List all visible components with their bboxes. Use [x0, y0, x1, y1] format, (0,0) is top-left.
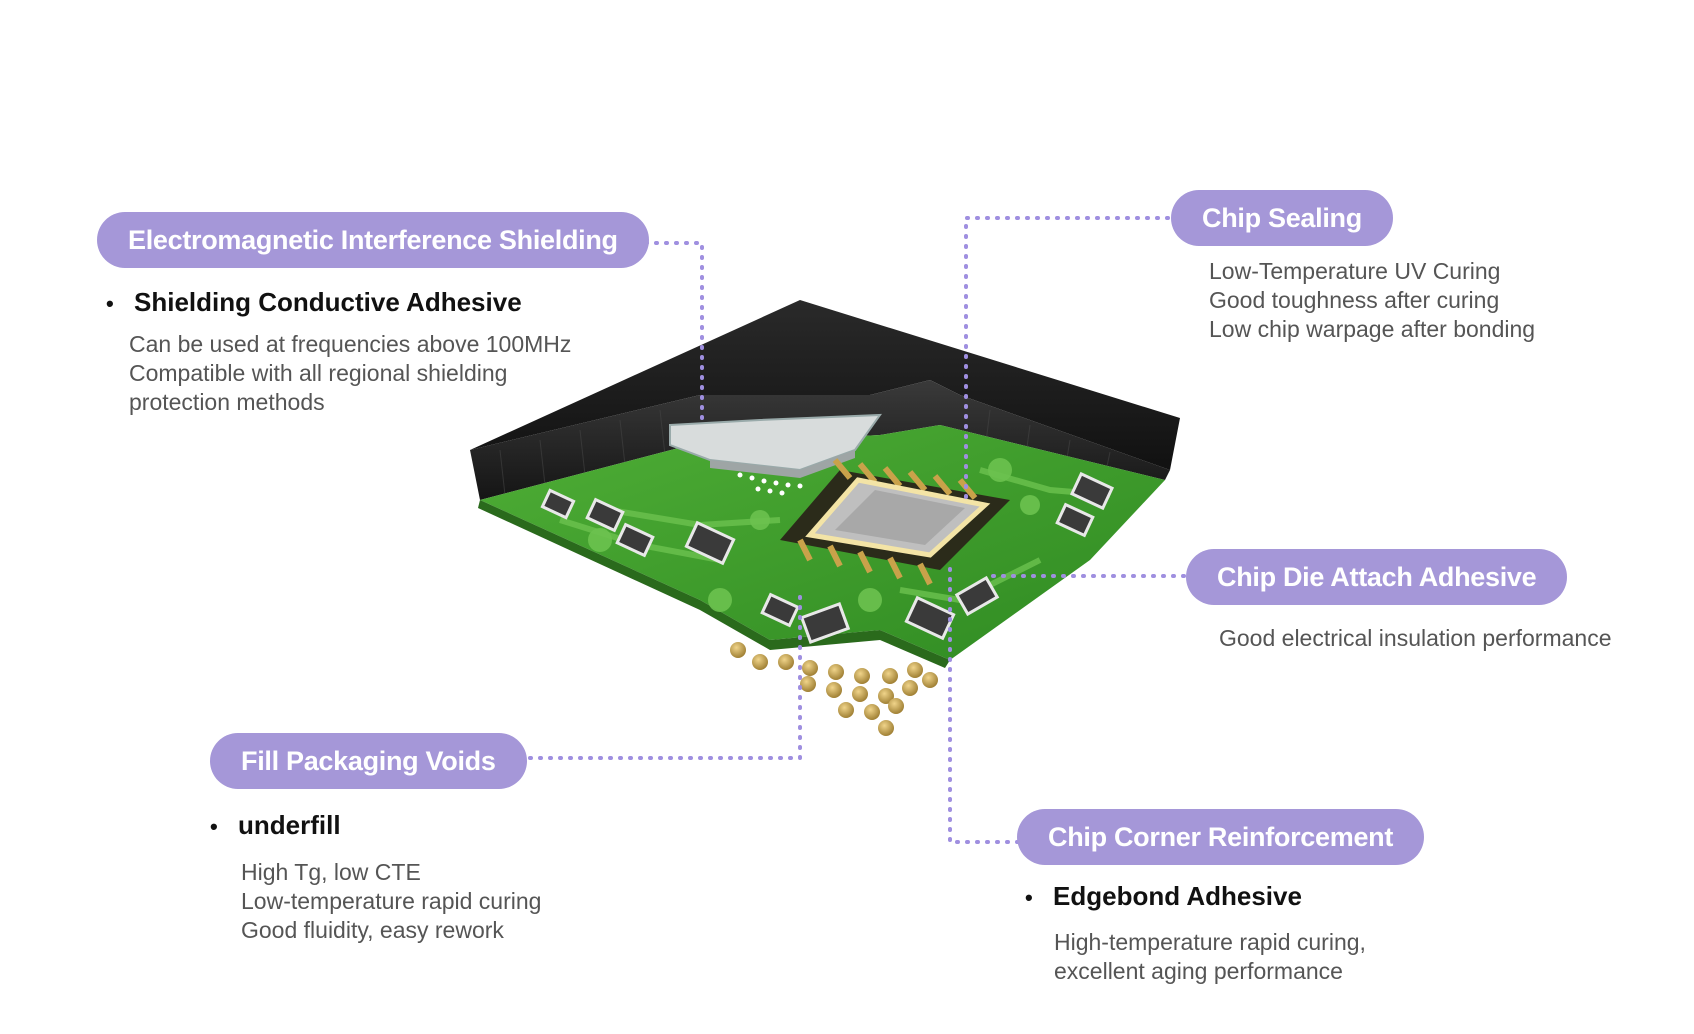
- emi-bullet-text: Shielding Conductive Adhesive: [134, 287, 522, 317]
- emi-line-1: Can be used at frequencies above 100MHz: [129, 331, 572, 357]
- voids-line-1: High Tg, low CTE: [241, 859, 421, 885]
- fill-voids-label: Fill Packaging Voids: [210, 733, 527, 789]
- chip-sealing-label: Chip Sealing: [1171, 190, 1393, 246]
- emi-line-2: Compatible with all regional shielding: [129, 360, 508, 386]
- emi-shielding-label: Electromagnetic Interference Shielding: [97, 212, 649, 268]
- voids-bullet-text: underfill: [238, 810, 341, 840]
- sealing-line-2: Good toughness after curing: [1209, 287, 1500, 313]
- corner-line-2: excellent aging performance: [1054, 958, 1343, 984]
- corner-reinforcement-label: Chip Corner Reinforcement: [1017, 809, 1425, 865]
- voids-description: High Tg, low CTE Low-temperature rapid c…: [241, 858, 541, 945]
- die-attach-line-1: Good electrical insulation performance: [1219, 625, 1612, 651]
- solder-balls: [730, 642, 938, 736]
- corner-description: High-temperature rapid curing, excellent…: [1054, 928, 1366, 986]
- die-attach-label: Chip Die Attach Adhesive: [1186, 549, 1568, 605]
- smd-components: [540, 471, 1115, 644]
- emi-line-3: protection methods: [129, 389, 325, 415]
- mold-compound-top: [470, 300, 1180, 470]
- sealing-description: Low-Temperature UV Curing Good toughness…: [1209, 257, 1535, 344]
- bullet-dot: •: [1025, 885, 1033, 910]
- voids-bullet: • underfill: [210, 810, 341, 841]
- emi-bullet: • Shielding Conductive Adhesive: [106, 287, 522, 318]
- mold-compound-wall: [470, 380, 1170, 500]
- corner-bullet-text: Edgebond Adhesive: [1053, 881, 1302, 911]
- bullet-dot: •: [210, 814, 218, 839]
- voids-line-2: Low-temperature rapid curing: [241, 888, 542, 914]
- corner-line-1: High-temperature rapid curing,: [1054, 929, 1366, 955]
- emi-description: Can be used at frequencies above 100MHz …: [129, 330, 571, 417]
- corner-bullet: • Edgebond Adhesive: [1025, 881, 1302, 912]
- voids-line-3: Good fluidity, easy rework: [241, 917, 504, 943]
- sealing-line-1: Low-Temperature UV Curing: [1209, 258, 1501, 284]
- sealing-line-3: Low chip warpage after bonding: [1209, 316, 1536, 342]
- die-attach-description: Good electrical insulation performance: [1219, 624, 1611, 653]
- bullet-dot: •: [106, 291, 114, 316]
